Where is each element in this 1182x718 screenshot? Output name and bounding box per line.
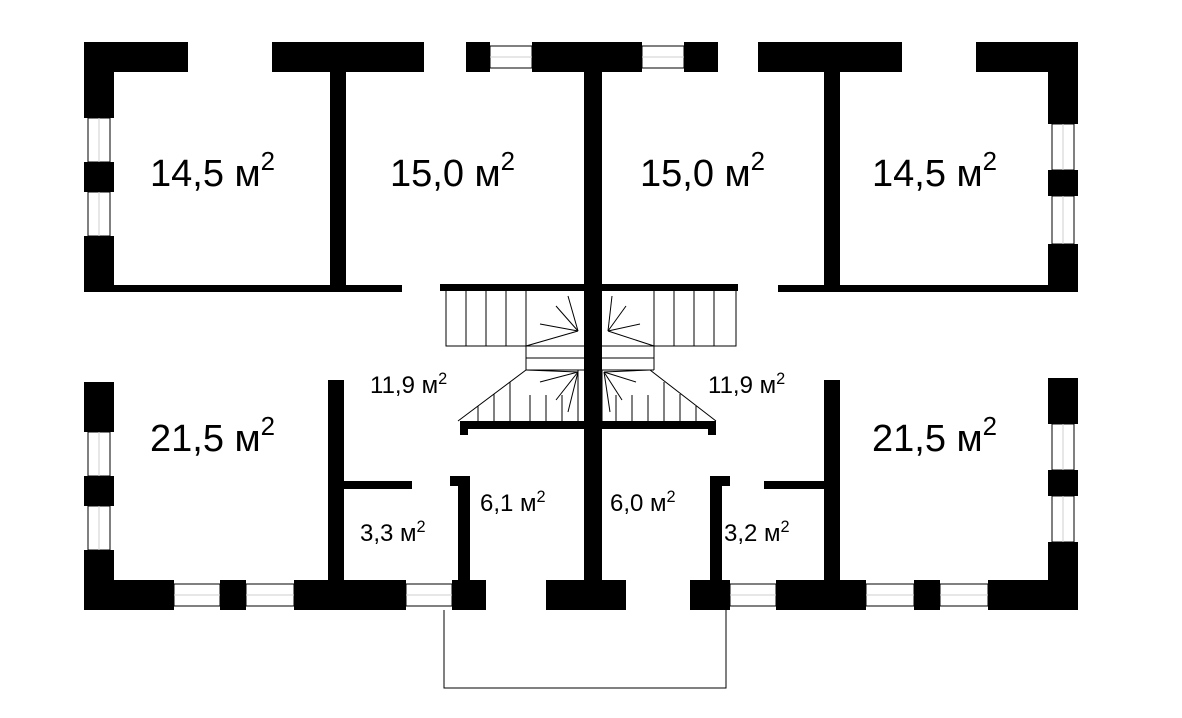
stair-step-line — [555, 371, 579, 401]
room-area-label: 14,5 м2 — [150, 147, 276, 195]
staircase — [445, 291, 737, 422]
room-area-label: 15,0 м2 — [390, 147, 516, 195]
room-area-label: 6,1 м2 — [480, 487, 546, 517]
stair-step-line — [525, 330, 579, 347]
room-area-label: 11,9 м2 — [370, 369, 448, 399]
room-area-label: 11,9 м2 — [708, 369, 786, 399]
room-area-label: 21,5 м2 — [872, 412, 998, 460]
outer-wall-bottom — [84, 580, 1078, 610]
outer-wall-top — [84, 42, 1078, 72]
stair-step-line — [607, 323, 641, 332]
room-area-label: 6,0 м2 — [610, 487, 676, 517]
room-area-label: 14,5 м2 — [872, 147, 998, 195]
stair-step-line — [607, 295, 613, 332]
stair-step-line — [539, 371, 579, 383]
room-area-label: 3,2 м2 — [724, 517, 790, 547]
stair-step-line — [603, 371, 637, 383]
stair-step-line — [603, 371, 611, 413]
room-area-label: 15,0 м2 — [640, 147, 766, 195]
room-area-label: 21,5 м2 — [150, 412, 276, 460]
room-area-label: 3,3 м2 — [360, 517, 426, 547]
stair-step-line — [607, 305, 627, 332]
interior-walls — [110, 72, 1050, 584]
stair-outline — [601, 369, 717, 422]
stair-step-line — [607, 330, 655, 347]
stair-outline — [457, 369, 579, 422]
stair-step-line — [603, 371, 623, 401]
stair-step-line — [525, 369, 579, 373]
stair-step-line — [555, 305, 579, 332]
windows — [87, 45, 1075, 607]
stair-step-line — [567, 371, 579, 413]
stair-step-line — [567, 295, 579, 332]
entrance-porch — [443, 610, 727, 689]
stair-outline — [653, 291, 737, 347]
stair-step-line — [539, 323, 579, 332]
stair-step-line — [603, 369, 651, 373]
